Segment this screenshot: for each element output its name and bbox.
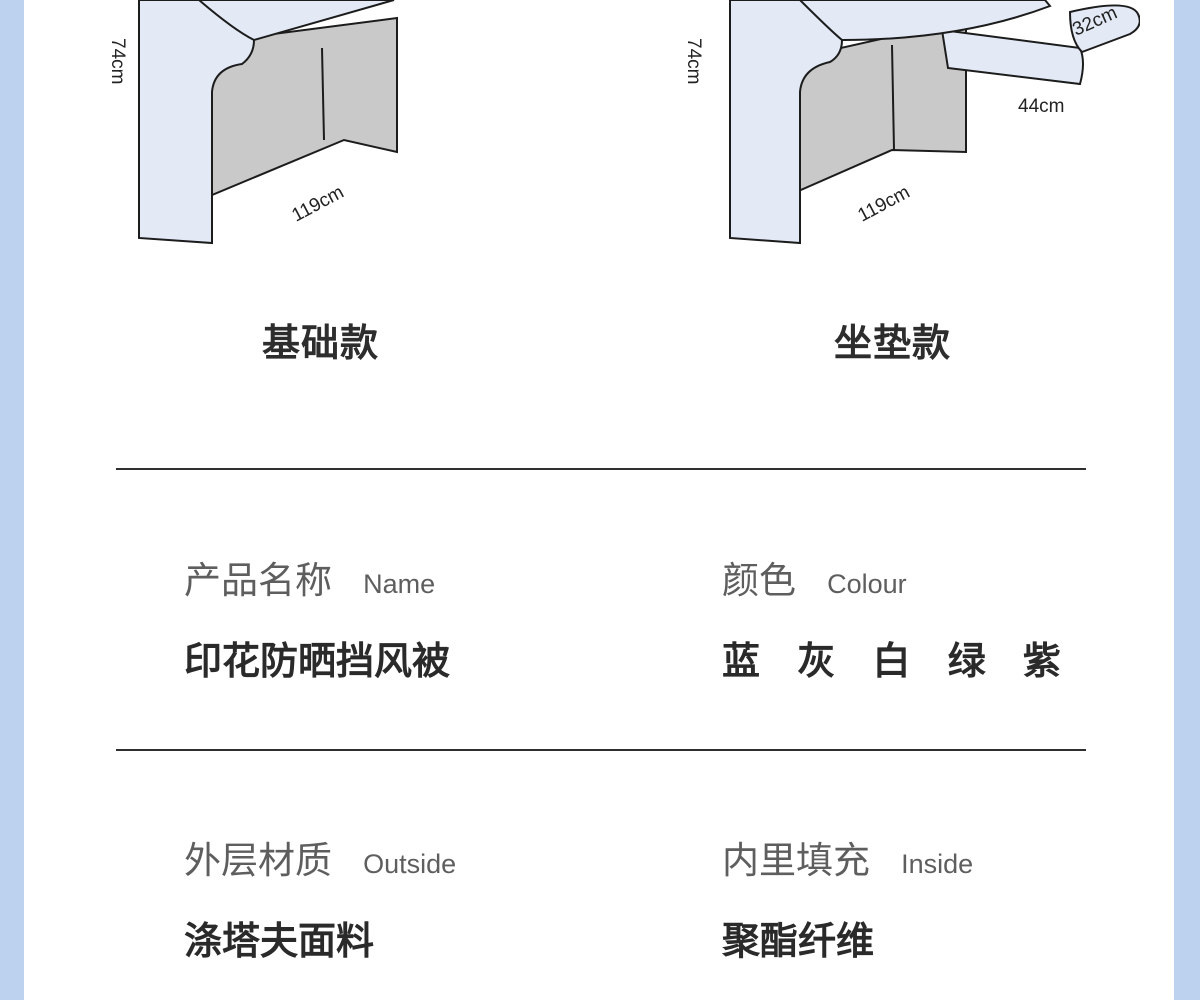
spec-outside: 外层材质 Outside 涤塔夫面料	[184, 830, 456, 965]
cushion-variant-label: 坐垫款	[834, 321, 952, 365]
spec-inside: 内里填充 Inside 聚酯纤维	[722, 830, 973, 965]
cover-top-panel	[798, 0, 1052, 42]
height-dimension: 74cm	[107, 38, 128, 84]
spec-label-cn: 颜色	[722, 559, 796, 602]
cover-front-panel	[138, 0, 306, 245]
width-dimension: 119cm	[288, 182, 347, 227]
basic-variant-diagram: 74cm 119cm	[94, 0, 474, 250]
content-panel: 74cm 119cm 74cm 119cm 32cm 44cm 基础款 坐垫款 …	[24, 0, 1174, 1000]
cushion-tab	[1068, 4, 1140, 54]
basic-variant-label: 基础款	[262, 321, 380, 365]
spec-label-cn: 外层材质	[184, 839, 332, 882]
spec-colour: 颜色 Colour 蓝 灰 白 绿 紫	[722, 550, 1073, 685]
depth-dimension: 44cm	[1018, 96, 1064, 117]
spec-value: 涤塔夫面料	[184, 919, 375, 963]
cover-front-panel	[729, 0, 892, 245]
spec-value: 印花防晒挡风被	[184, 639, 451, 683]
spec-value: 聚酯纤维	[722, 919, 875, 963]
spec-value: 蓝 灰 白 绿 紫	[722, 639, 1073, 683]
spec-label-cn: 产品名称	[184, 559, 332, 602]
spec-label-en: Colour	[827, 569, 907, 599]
spec-label-en: Name	[363, 569, 436, 599]
cover-top-panel	[197, 0, 395, 42]
spec-label-en: Inside	[901, 849, 974, 879]
spec-label-cn: 内里填充	[722, 839, 870, 882]
cushion-variant-diagram: 74cm 119cm 32cm 44cm	[660, 0, 1140, 250]
cover-fold-line	[891, 44, 895, 151]
spec-label-en: Outside	[363, 849, 457, 879]
cover-fold-line	[321, 47, 325, 141]
width-dimension: 119cm	[854, 182, 913, 227]
section-divider	[116, 468, 1086, 470]
height-dimension: 74cm	[683, 38, 704, 84]
spec-name: 产品名称 Name 印花防晒挡风被	[184, 550, 450, 685]
section-divider	[116, 749, 1086, 751]
